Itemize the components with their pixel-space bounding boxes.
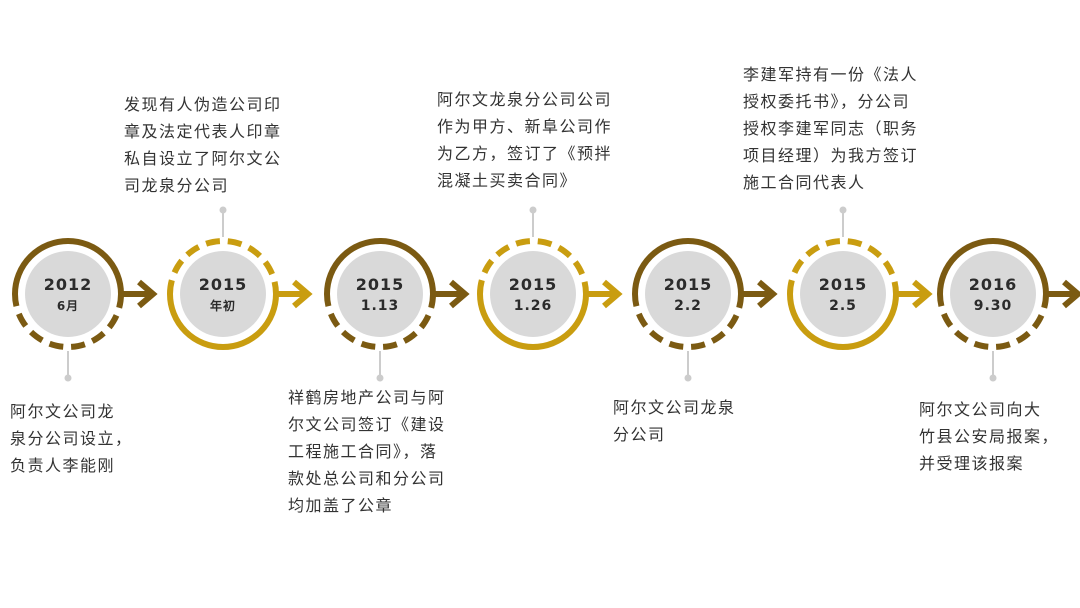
event-5-ring-dashed [787, 238, 899, 295]
event-1-ring-dashed [167, 238, 279, 295]
event-3-disc [490, 251, 576, 337]
event-6-node: 2016 9.30 [937, 238, 1080, 350]
event-3-ring-dashed [477, 238, 589, 295]
event-1-disc [180, 251, 266, 337]
event-3-arrow-icon [602, 279, 623, 309]
event-3-date: 1.26 [514, 298, 553, 314]
event-0-connector-dot [64, 374, 72, 382]
event-2-disc [337, 251, 423, 337]
event-1-date: 年初 [210, 298, 236, 313]
event-4-date: 2.2 [674, 298, 702, 314]
event-6-ring-dashed [937, 293, 1049, 350]
event-2-year: 2015 [356, 275, 405, 294]
event-5-disc [800, 251, 886, 337]
event-0-ring-solid [12, 238, 124, 295]
event-4-disc [645, 251, 731, 337]
event-6-arrow-icon [1062, 279, 1080, 309]
event-4-connector-dot [684, 374, 692, 382]
event-3-ring-solid [477, 293, 589, 350]
event-4-node: 2015 2.2 [632, 238, 778, 350]
event-5-date: 2.5 [829, 298, 857, 314]
event-1-arrow-icon [292, 279, 313, 309]
event-6-year: 2016 [969, 275, 1018, 294]
event-4-ring-dashed [632, 293, 744, 350]
event-description-2015-1-26: 阿尔文龙泉分公司公司 作为甲方、新阜公司作 为乙方，签订了《预拌 混凝土买卖合同… [437, 90, 613, 190]
event-3-connector-dot [529, 206, 537, 214]
event-0-node: 2012 6月 [12, 238, 158, 350]
event-1-ring-solid [167, 293, 279, 350]
event-0-arrow-icon [137, 279, 158, 309]
event-1-year: 2015 [199, 275, 248, 294]
event-2-arrow-icon [449, 279, 470, 309]
event-description-2015-2-5: 李建军持有一份《法人 授权委托书》，分公司 授权李建军同志（职务 项目经理）为我… [743, 65, 919, 192]
event-4-arrow-icon [757, 279, 778, 309]
event-2-ring-dashed [324, 293, 436, 350]
event-5-connector-dot [839, 206, 847, 214]
event-description-2015-early: 发现有人伪造公司印 章及法定代表人印章 私自设立了阿尔文公 司龙泉分公司 [124, 95, 282, 195]
event-5-year: 2015 [819, 275, 868, 294]
event-0-date: 6月 [57, 299, 79, 313]
event-description-2016-9-30: 阿尔文公司向大 竹县公安局报案， 并受理该报案 [919, 400, 1060, 473]
event-5-arrow-icon [912, 279, 933, 309]
event-2-date: 1.13 [361, 298, 400, 314]
timeline-nodes: 20126月2015年初20151.1320151.2620152.220152… [12, 238, 1080, 350]
event-4-year: 2015 [664, 275, 713, 294]
event-5-ring-solid [787, 293, 899, 350]
event-2-connector-dot [376, 374, 384, 382]
event-0-disc [25, 251, 111, 337]
event-2-ring-solid [324, 238, 436, 295]
event-6-ring-solid [937, 238, 1049, 295]
event-0-year: 2012 [44, 275, 93, 294]
event-4-ring-solid [632, 238, 744, 295]
event-6-disc [950, 251, 1036, 337]
event-5-node: 2015 2.5 [787, 238, 933, 350]
event-description-2015-1-13: 祥鹤房地产公司与阿 尔文公司签订《建设 工程施工合同》，落 款处总公司和分公司 … [288, 388, 446, 515]
connector-lines [64, 206, 997, 382]
event-description-2015-2-2: 阿尔文公司龙泉 分公司 [613, 398, 736, 444]
event-description-2012-6: 阿尔文公司龙 泉分公司设立， 负责人李能刚 [10, 402, 133, 475]
event-2-node: 2015 1.13 [324, 238, 470, 350]
event-3-node: 2015 1.26 [477, 238, 623, 350]
event-1-connector-dot [219, 206, 227, 214]
event-6-date: 9.30 [974, 298, 1013, 314]
event-6-connector-dot [989, 374, 997, 382]
event-0-ring-dashed [12, 293, 124, 350]
event-3-year: 2015 [509, 275, 558, 294]
event-1-node: 2015 年初 [167, 238, 313, 350]
